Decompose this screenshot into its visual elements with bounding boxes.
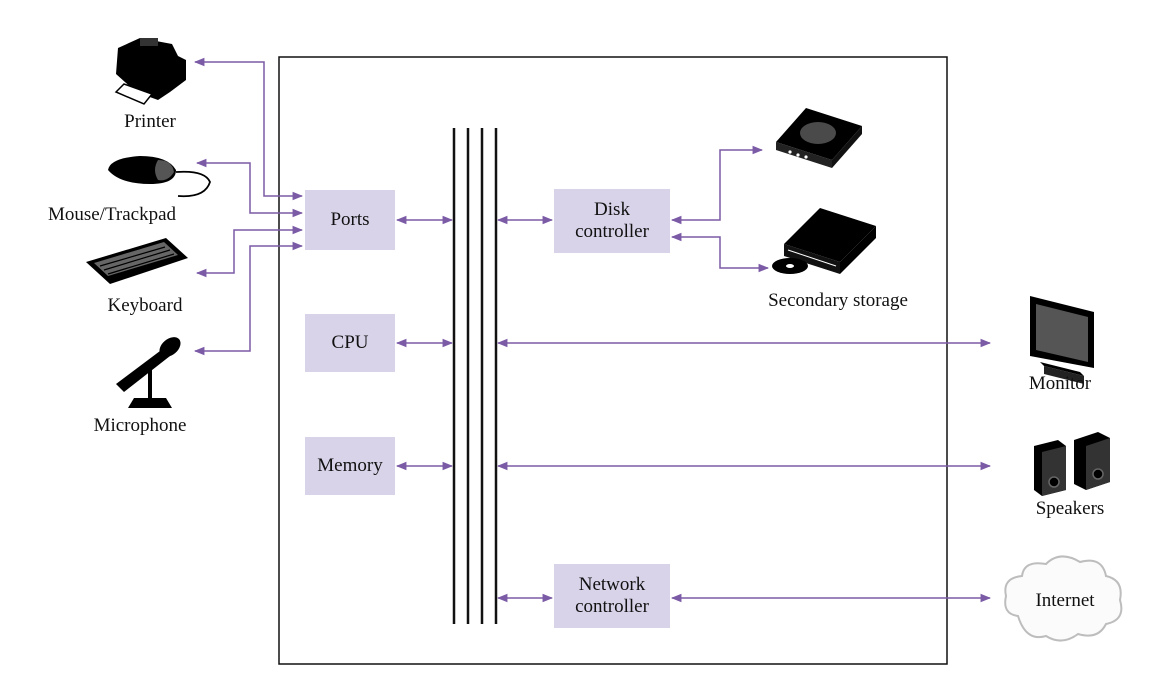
system-bus (452, 128, 498, 624)
monitor-icon (1030, 296, 1094, 384)
disk-controller-label-line1: Disk (594, 199, 630, 221)
network-controller-box: Network controller (554, 564, 670, 628)
disk-harddrive-connection (670, 145, 764, 225)
keyboard-label: Keyboard (107, 295, 183, 316)
printer-connection (193, 57, 304, 201)
cpu-box: CPU (305, 314, 395, 372)
disk-controller-label-line2: controller (575, 221, 649, 242)
ports-box: Ports (305, 190, 395, 250)
cpu-label: CPU (331, 332, 369, 354)
hard-drive-icon (776, 108, 862, 168)
network-controller-label-line2: controller (575, 596, 649, 617)
disk-optical-connection (670, 232, 770, 273)
mouse-icon (108, 156, 211, 198)
microphone-label: Microphone (93, 415, 187, 436)
keyboard-icon (86, 238, 188, 284)
microphone-icon (116, 337, 181, 408)
ports-label: Ports (330, 209, 370, 231)
speakers-label: Speakers (1035, 498, 1105, 519)
optical-drive-icon (772, 208, 876, 274)
memory-label: Memory (317, 455, 383, 477)
disk-controller-box: Disk controller (554, 189, 670, 253)
printer-icon (114, 38, 186, 105)
memory-box: Memory (305, 437, 395, 495)
microphone-connection (193, 241, 304, 356)
cloud-icon (1004, 555, 1123, 642)
secondary-storage-label: Secondary storage (768, 290, 908, 311)
monitor-label: Monitor (1028, 373, 1092, 394)
mouse-label: Mouse/Trackpad (47, 204, 177, 225)
computer-frame (278, 56, 948, 665)
printer-label: Printer (124, 111, 176, 132)
mouse-connection (195, 158, 304, 218)
internet-label: Internet (1035, 590, 1095, 611)
speakers-icon (1034, 432, 1110, 496)
network-controller-label-line1: Network (578, 574, 646, 596)
